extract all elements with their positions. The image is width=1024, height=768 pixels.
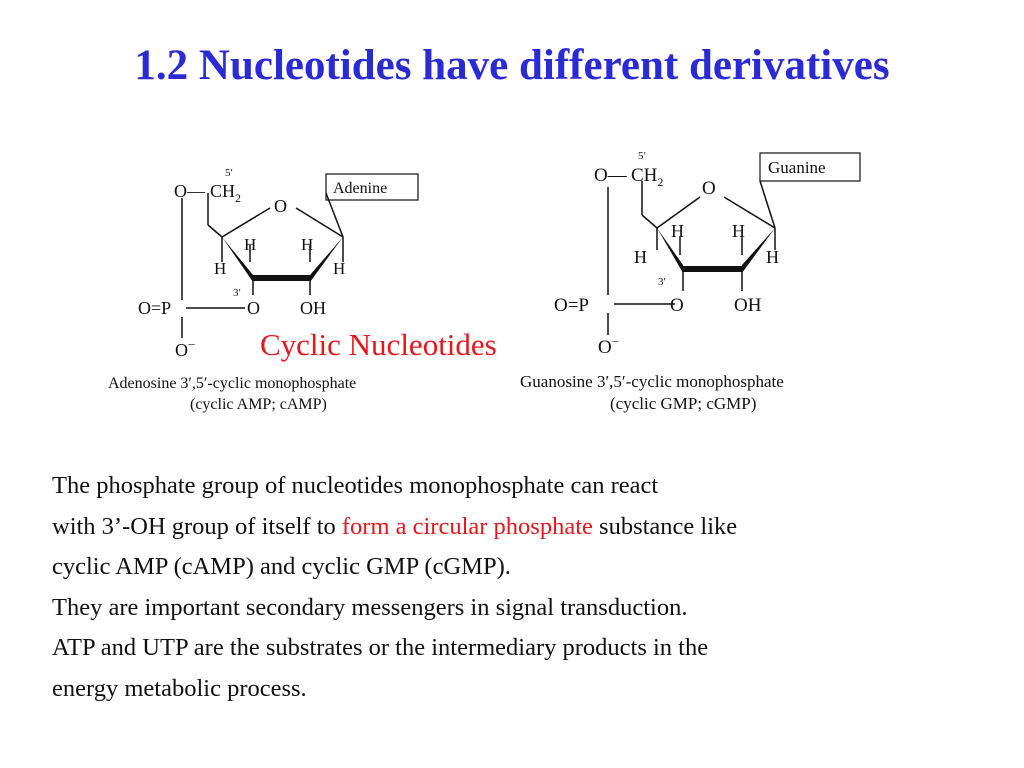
paragraph-line-3: cyclic AMP (cAMP) and cyclic GMP (cGMP). [52,553,511,580]
label-o3: O [670,295,684,316]
bond-c4-ring [641,214,658,229]
label-phosphate: O=P [554,295,589,316]
paragraph-line-6: energy metabolic process. [52,674,307,702]
label-camp-abbrev: (cyclic AMP; cAMP) [190,396,327,413]
label-h2: H [732,221,745,241]
label-ch2: CH2 [210,181,241,205]
paragraph-line-2-start: with 3’-OH group of itself to [52,512,342,540]
label-oh: OH [300,298,326,318]
label-h2: H [301,235,313,254]
label-guanine: Guanine [768,158,826,177]
label-o5: O— [594,165,628,186]
label-oh: OH [734,295,762,316]
label-ring-o: O [274,196,287,216]
label-camp-name: Adenosine 3′,5′-cyclic monophosphate [108,375,356,392]
label-adenine: Adenine [333,180,387,197]
label-h4: H [333,259,345,278]
paragraph-line-4: They are important secondary messengers … [52,593,688,621]
paragraph-line-2-end: substance like [592,512,738,540]
slide-title: 1.2 Nucleotides have different derivativ… [134,42,890,89]
label-o-minus: O− [598,334,619,358]
adenine-box [325,173,419,201]
highlight-circular-phosphate: form a circular phosphate [341,512,593,540]
bond-c4-o [656,196,701,229]
body-paragraph: The phosphate group of nucleotides monop… [52,466,1012,709]
bond-c4-ring [207,224,223,238]
bond-c4-o [221,207,271,238]
label-h4: H [766,247,779,267]
label-o-minus: O− [175,337,195,360]
label-5prime: 5′ [225,167,233,179]
label-3prime: 3′ [658,276,666,288]
cgmp-structure: 5′ O— CH2 O Guanine H H H H 3′ O=P O OH … [520,150,861,413]
label-ch2: CH2 [631,165,663,189]
label-h3: H [634,247,647,267]
wedge-c4-c3 [657,228,683,273]
label-cgmp-abbrev: (cyclic GMP; cGMP) [610,394,756,413]
label-cgmp-name: Guanosine 3′,5′-cyclic monophosphate [520,372,784,391]
bond-c1-base [759,180,776,229]
bond-o-c1 [295,207,344,238]
camp-structure: 5′ O— CH2 O Adenine H H H H 3′ O=P O OH … [108,167,419,413]
label-3prime: 3′ [233,287,241,299]
bond-o-c1 [723,196,776,229]
label-ring-o: O [702,178,716,199]
cyclic-nucleotides-label: Cyclic Nucleotides [256,326,501,364]
wedge-c1-c2 [742,228,775,273]
label-o5: O— [174,181,206,201]
label-o3: O [247,298,260,318]
label-phosphate: O=P [138,298,171,318]
wedge-c1-c2 [310,237,343,282]
label-h1: H [244,235,256,254]
label-h1: H [671,221,684,241]
paragraph-line-2: with 3’-OH group of itself to form a cir… [52,507,1012,548]
label-h3: H [214,259,226,278]
guanine-box [759,152,861,182]
label-5prime: 5′ [638,150,646,162]
paragraph-line-1: The phosphate group of nucleotides monop… [52,472,659,499]
wedge-c4-c3 [222,237,253,282]
paragraph-line-5: ATP and UTP are the substrates or the in… [52,634,709,661]
